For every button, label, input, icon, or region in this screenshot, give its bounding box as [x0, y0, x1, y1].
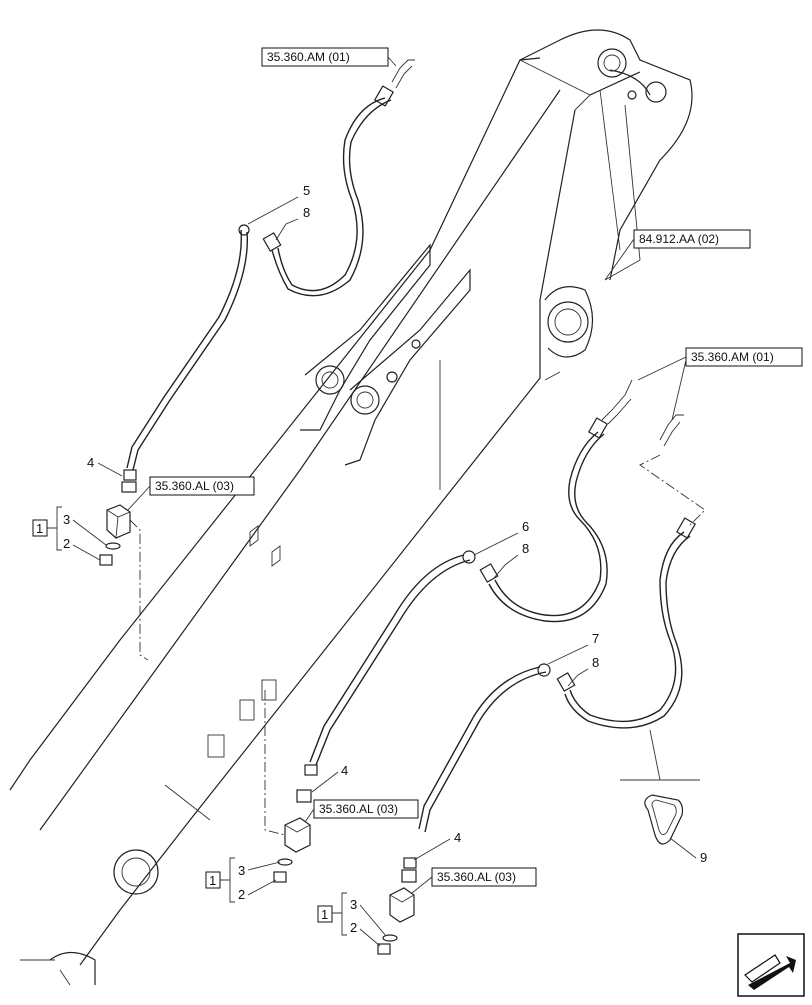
callout-8: 8: [303, 205, 310, 220]
hose-assembly-1: [99, 59, 415, 566]
svg-text:35.360.AM (01): 35.360.AM (01): [267, 50, 350, 64]
callout-5: 5: [303, 183, 310, 198]
ref-label-top: 35.360.AM (01): [261, 47, 397, 67]
callout-3-mid: 3: [238, 863, 245, 878]
ref-label-block-mid: 35.360.AL (03): [304, 799, 419, 823]
ref-label-boom: 84.912.AA (02): [604, 229, 751, 281]
svg-text:35.360.AL (03): 35.360.AL (03): [437, 870, 516, 884]
callout-6: 6: [522, 519, 529, 534]
callout-7: 7: [592, 631, 599, 646]
callout-2: 2: [63, 536, 70, 551]
arrow-nav-icon[interactable]: [737, 933, 805, 997]
callout-4-mid: 4: [341, 763, 348, 778]
callout-9: 9: [700, 850, 707, 865]
callouts: 5 8 4 1 3 2 6 8 7 8 9 4 1 3 2 4 1: [32, 183, 707, 947]
callout-2-right: 2: [350, 920, 357, 935]
callout-3: 3: [63, 512, 70, 527]
callout-1-right: 1: [321, 907, 328, 922]
svg-text:84.912.AA (02): 84.912.AA (02): [639, 232, 719, 246]
callout-8-right: 8: [592, 655, 599, 670]
ref-label-block-right: 35.360.AL (03): [411, 867, 537, 894]
callout-4-right: 4: [454, 830, 461, 845]
boom-structure: [9, 29, 693, 986]
seal-part: [620, 729, 700, 845]
callout-1-mid: 1: [209, 873, 216, 888]
callout-2-mid: 2: [238, 887, 245, 902]
svg-text:35.360.AM (01): 35.360.AM (01): [691, 350, 774, 364]
svg-text:35.360.AL (03): 35.360.AL (03): [155, 479, 234, 493]
ref-label-right-hose: 35.360.AM (01): [637, 347, 803, 421]
ref-label-block-left: 35.360.AL (03): [127, 476, 255, 511]
callout-3-right: 3: [350, 897, 357, 912]
callout-8-mid: 8: [522, 541, 529, 556]
hose-assembly-2: [273, 379, 633, 883]
callout-1: 1: [36, 521, 43, 536]
svg-text:35.360.AL (03): 35.360.AL (03): [319, 802, 398, 816]
dashed-guides: [129, 454, 706, 836]
hose-assembly-3: [377, 414, 697, 955]
callout-4: 4: [87, 455, 94, 470]
